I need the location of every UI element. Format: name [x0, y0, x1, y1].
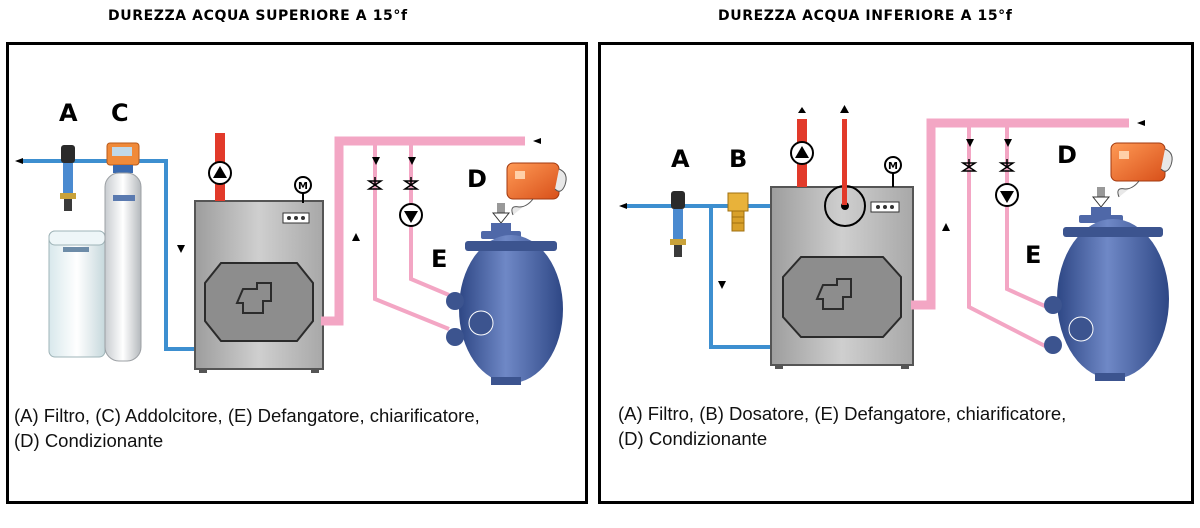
diagram-panel-left: A C [6, 42, 588, 504]
valve-icon [366, 177, 384, 190]
boiler [770, 185, 914, 369]
flow-arrow-down [718, 281, 726, 289]
cold-water-bypass-pipe [709, 206, 771, 349]
svg-text:M: M [888, 161, 898, 172]
brine-tank [48, 230, 106, 358]
label-b: B [729, 145, 747, 173]
dosing-unit-d [1091, 142, 1173, 208]
hot-water-outlet [790, 107, 814, 187]
filter-a [670, 191, 686, 257]
bypass-pipe-2 [409, 141, 450, 297]
pump-icon [995, 183, 1019, 207]
label-e: E [431, 245, 447, 273]
return-arrow-left [1137, 120, 1145, 126]
return-arrow-left [533, 138, 541, 144]
svg-text:M: M [298, 181, 308, 192]
label-e: E [1025, 241, 1041, 269]
hot-water-outlet [208, 133, 232, 201]
diagram-left-illustration: A C [15, 99, 567, 385]
bypass-pipe-1 [373, 141, 450, 331]
boiler [194, 200, 324, 373]
panel-title-right: DUREZZA ACQUA INFERIORE A 15°f [718, 8, 1013, 24]
softener-c [104, 142, 142, 362]
caption-left: (A) Filtro, (C) Addolcitore, (E) Defanga… [14, 403, 480, 453]
label-a: A [671, 145, 690, 173]
label-d: D [1057, 141, 1077, 169]
return-pipe [321, 136, 525, 326]
diagram-right-illustration: A B [619, 105, 1173, 381]
caption-line: (A) Filtro, (C) Addolcitore, (E) Defanga… [14, 405, 480, 426]
flow-arrow-up [942, 223, 950, 231]
caption-line: (A) Filtro, (B) Dosatore, (E) Defangator… [618, 403, 1067, 424]
label-d: D [467, 165, 487, 193]
motor-icon: M [294, 176, 312, 203]
cold-water-pipe-to-boiler [139, 159, 196, 351]
dirt-separator-tank-e [446, 223, 563, 385]
pump-icon [399, 203, 423, 227]
valve-icon [998, 159, 1016, 172]
bypass-pipe-2 [1005, 123, 1048, 309]
valve-icon [402, 177, 420, 190]
dosing-unit-d [491, 162, 567, 224]
dosing-feeder-b [727, 192, 749, 232]
diagram-panel-right: A B [598, 42, 1194, 504]
return-pipe [911, 118, 1129, 310]
dirt-separator-tank-e [1044, 207, 1169, 381]
flow-arrow-up [352, 233, 360, 241]
filter-a [60, 145, 76, 211]
water-inlet-arrow [619, 203, 627, 209]
caption-line: (D) Condizionante [14, 430, 164, 451]
panel-title-left: DUREZZA ACQUA SUPERIORE A 15°f [108, 8, 408, 24]
bypass-pipe-1 [967, 123, 1048, 349]
flow-arrow-down [177, 245, 185, 253]
water-inlet-arrow [15, 158, 23, 164]
label-a: A [59, 99, 78, 127]
label-c: C [111, 99, 129, 127]
hot-water-riser [840, 105, 849, 205]
caption-line: (D) Condizionante [618, 428, 768, 449]
caption-right: (A) Filtro, (B) Dosatore, (E) Defangator… [618, 401, 1066, 451]
motor-icon: M [884, 156, 902, 187]
valve-icon [960, 159, 978, 172]
